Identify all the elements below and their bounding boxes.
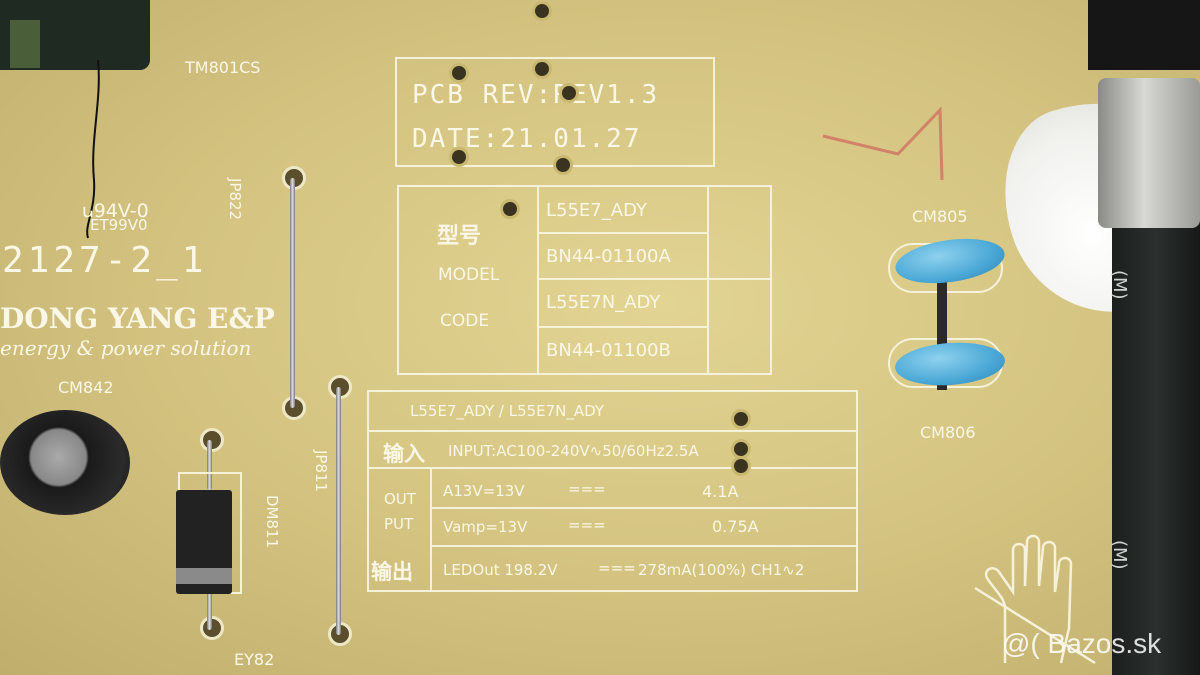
diode-pad: [200, 616, 224, 640]
out-label: OUT: [384, 490, 416, 508]
ratings-line: [430, 507, 858, 509]
jp822-label: JP822: [226, 178, 244, 221]
ratings-line: [430, 467, 432, 592]
model-table: [397, 185, 772, 375]
green-tab: [10, 20, 40, 68]
via: [734, 459, 748, 473]
via: [535, 4, 549, 18]
metal-ferrite-top: [1098, 78, 1200, 228]
via: [734, 442, 748, 456]
electrolytic-capacitor: [0, 410, 130, 515]
diode-band: [176, 568, 232, 584]
model-table-row-line: [537, 326, 707, 328]
ratings-table: [367, 390, 858, 592]
input-cn-label: 输入: [383, 442, 425, 466]
model-table-divider: [537, 185, 539, 375]
black-block-top: [1088, 0, 1200, 70]
dc-symbol: ===: [568, 480, 606, 498]
ey82-label: EY82: [234, 650, 275, 669]
via: [734, 412, 748, 426]
company-name: DONG YANG E&P: [0, 302, 275, 335]
black-capacitor: [1112, 220, 1200, 675]
model-label: MODEL: [438, 265, 500, 285]
led-out-label: LEDOut 198.2V: [443, 561, 558, 579]
dm811-label: DM811: [263, 495, 281, 549]
pcb-date-text: DATE:21.01.27: [412, 124, 642, 154]
code-number: 2127-2_1: [2, 240, 208, 281]
via: [562, 86, 576, 100]
input-rating: INPUT:AC100-240V∿50/60Hz2.5A: [448, 442, 699, 460]
black-wire: [86, 60, 100, 239]
diode-pad: [200, 428, 224, 452]
watermark: @( Bazos.sk: [1002, 628, 1161, 660]
vamp-label: Vamp=13V: [443, 518, 528, 536]
model-table-divider: [707, 185, 709, 375]
cap-lead: [937, 270, 947, 390]
put-label: PUT: [384, 515, 414, 533]
pcb-rev-text: PCB REV:REV1.3: [412, 80, 660, 110]
a13v-label: A13V=13V: [443, 482, 525, 500]
ratings-line: [367, 467, 858, 469]
tm801cs-label: TM801CS: [185, 58, 261, 77]
led-current: 278mA(100%) CH1∿2: [638, 561, 805, 579]
vamp-current: 0.75A: [712, 517, 759, 536]
dc-symbol: ===: [598, 559, 636, 577]
model-table-row-line: [537, 232, 707, 234]
hand-warning-icon: [974, 534, 1096, 665]
cm842-label: CM842: [58, 378, 114, 397]
ratings-line: [367, 430, 858, 432]
jp822-wire: [290, 178, 295, 408]
watermark-text: Bazos.sk: [1047, 628, 1162, 659]
model-table-row-line: [537, 278, 772, 280]
capacitor-marking: (M): [1109, 270, 1130, 300]
watermark-icon: @(: [1002, 628, 1040, 659]
model-row-2: BN44-01100A: [546, 246, 671, 267]
diode-lead: [207, 590, 212, 630]
jp811-wire: [336, 387, 341, 635]
company-slogan: energy & power solution: [0, 336, 252, 360]
jp811-label: JP811: [312, 450, 330, 493]
et-mark: ET99V0: [90, 216, 148, 234]
model-row-3: L55E7N_ADY: [546, 292, 661, 313]
via: [452, 66, 466, 80]
cm805-label: CM805: [912, 207, 968, 226]
capacitor-marking: (M): [1109, 540, 1130, 570]
diode-lead: [207, 440, 212, 490]
ul-mark: ꭎ94V-0: [82, 200, 149, 222]
cm806-label: CM806: [920, 423, 976, 442]
model-row-1: L55E7_ADY: [546, 200, 647, 221]
red-marker-mark: [822, 106, 944, 181]
a13v-current: 4.1A: [702, 482, 739, 501]
ratings-line: [430, 545, 858, 547]
pcb-rev-box: [395, 57, 715, 167]
via: [535, 62, 549, 76]
code-label: CODE: [440, 311, 490, 331]
via: [556, 158, 570, 172]
model-row-4: BN44-01100B: [546, 340, 671, 361]
via: [503, 202, 517, 216]
via: [452, 150, 466, 164]
output-cn-label: 输出: [371, 560, 413, 584]
model-cn-label: 型号: [437, 224, 482, 249]
ratings-header: L55E7_ADY / L55E7N_ADY: [410, 402, 605, 420]
dc-symbol: ===: [568, 516, 606, 534]
